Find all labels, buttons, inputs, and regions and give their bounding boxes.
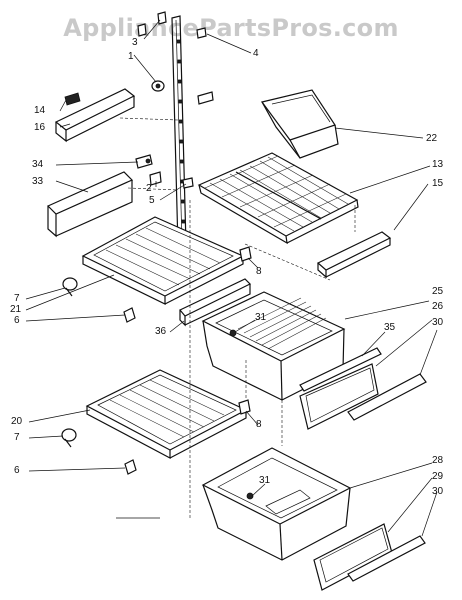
callout-22: 22 xyxy=(426,133,438,144)
callout-7-upper: 7 xyxy=(14,293,20,304)
callout-5: 5 xyxy=(149,195,155,206)
callout-30-lower: 30 xyxy=(432,486,444,497)
screw-34 xyxy=(135,154,153,169)
callout-8-upper: 8 xyxy=(256,266,262,277)
door-bin-22 xyxy=(260,89,339,159)
callout-6-lower: 6 xyxy=(14,465,20,476)
callout-26: 26 xyxy=(432,301,444,312)
callout-13: 13 xyxy=(432,159,444,170)
watermark-text: AppliancePartsPros.com xyxy=(63,14,399,42)
slide-shelf-21 xyxy=(81,216,245,305)
top-screw-clips xyxy=(137,11,207,39)
callout-31-lower: 31 xyxy=(259,475,271,486)
callout-6-upper: 6 xyxy=(14,315,20,326)
slide-shelf-20 xyxy=(85,369,248,459)
shelf-ladder-rail xyxy=(171,15,187,248)
shelf-trim-33 xyxy=(46,171,134,238)
rod-4 xyxy=(197,91,214,105)
callout-36: 36 xyxy=(155,326,167,337)
crisper-drawer-25 xyxy=(201,291,346,401)
callout-14: 14 xyxy=(34,105,46,116)
callout-20: 20 xyxy=(11,416,23,427)
callout-35: 35 xyxy=(384,322,396,333)
callout-28: 28 xyxy=(432,455,444,466)
shelf-trim-36 xyxy=(179,278,252,327)
callout-3: 3 xyxy=(132,37,138,48)
shelf-trim-15 xyxy=(316,231,392,279)
callout-7-lower: 7 xyxy=(14,432,20,443)
glass-shelf-13 xyxy=(197,152,359,245)
callout-4: 4 xyxy=(253,48,259,59)
clip-14 xyxy=(64,92,81,106)
leader-lines xyxy=(25,19,438,537)
callout-31-upper: 31 xyxy=(255,312,267,323)
callout-16: 16 xyxy=(34,122,46,133)
shelf-trim-16 xyxy=(54,88,136,143)
callout-8-lower: 8 xyxy=(256,419,262,430)
spacer-nut xyxy=(151,80,165,92)
callout-1: 1 xyxy=(128,51,134,62)
callout-25: 25 xyxy=(432,286,444,297)
drawer-trim-30-upper xyxy=(347,373,427,421)
callout-15: 15 xyxy=(432,178,444,189)
drawer-front-26 xyxy=(299,363,379,430)
crisper-drawer-28 xyxy=(201,447,352,561)
callout-33: 33 xyxy=(32,176,44,187)
drawer-trim-30-lower xyxy=(347,535,426,582)
callout-30-upper: 30 xyxy=(432,317,444,328)
callout-2: 2 xyxy=(146,183,152,194)
callout-21: 21 xyxy=(10,304,22,315)
callout-29: 29 xyxy=(432,471,444,482)
drawer-handle-35 xyxy=(299,347,382,392)
shelf-supports xyxy=(61,246,252,475)
callout-34: 34 xyxy=(32,159,44,170)
bracket-2-5 xyxy=(149,171,194,189)
